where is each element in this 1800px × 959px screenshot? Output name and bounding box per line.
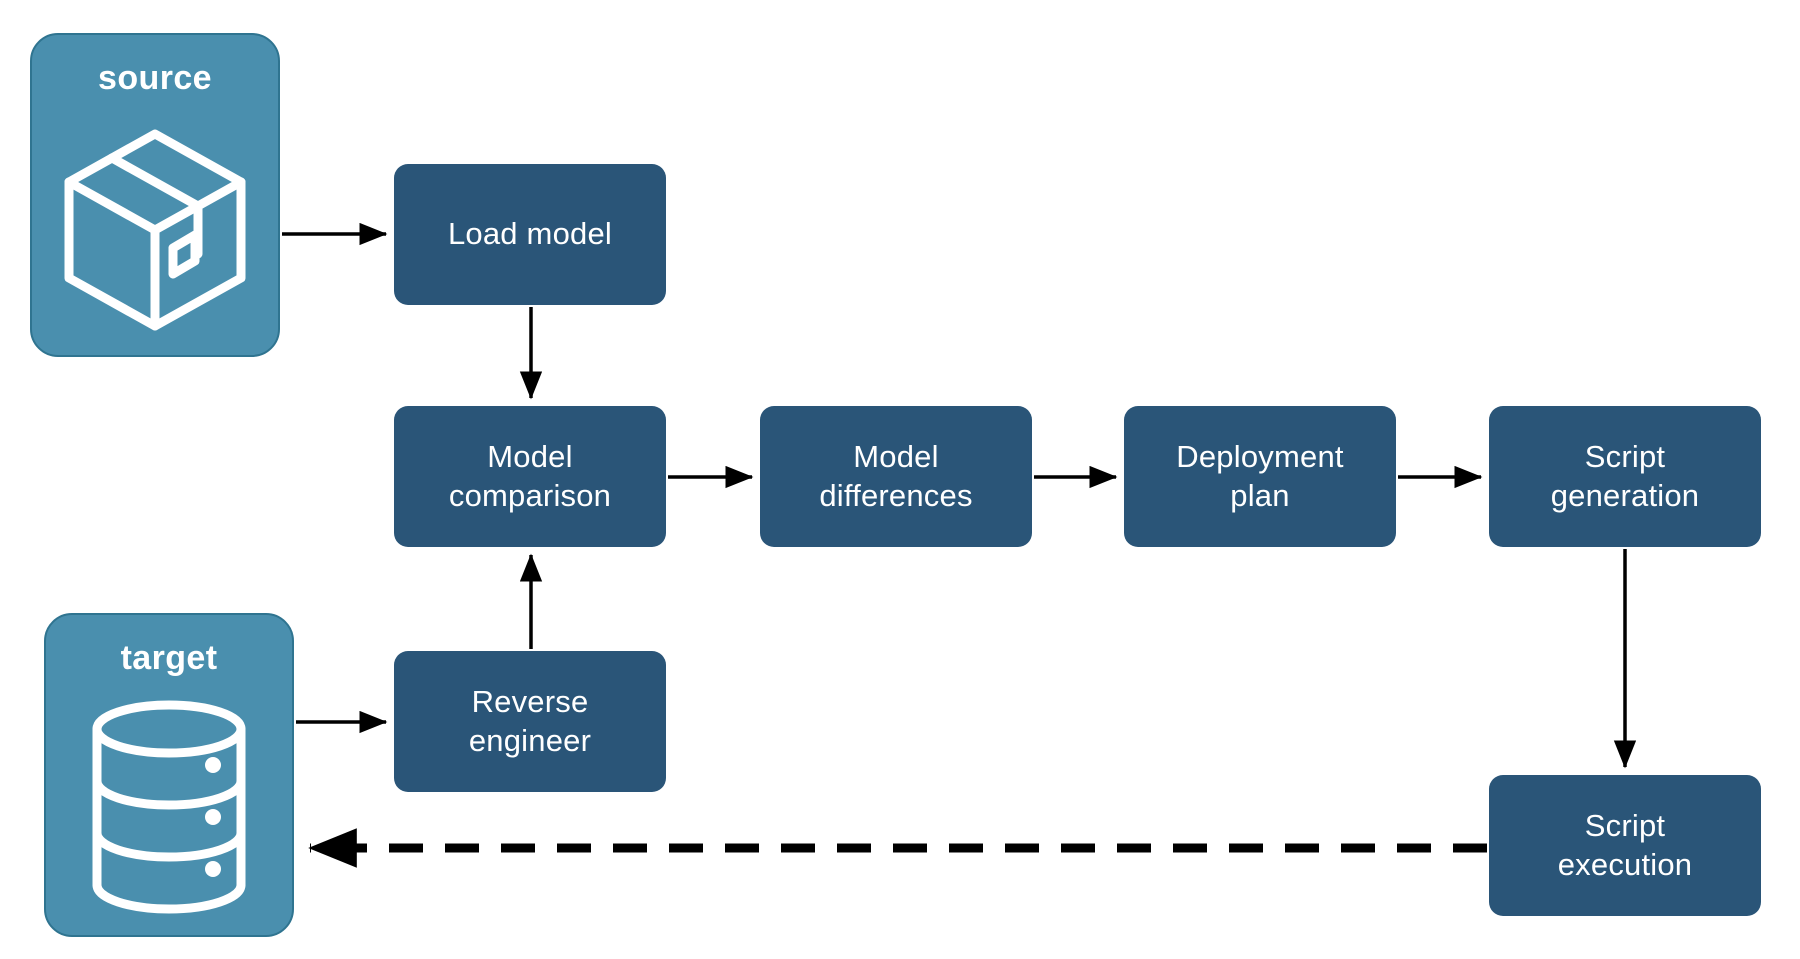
- node-load-model-label: Load model: [448, 215, 612, 254]
- node-model-comparison[interactable]: Model comparison: [394, 406, 666, 547]
- node-model-differences[interactable]: Model differences: [760, 406, 1032, 547]
- node-load-model-line-1: Load model: [447, 216, 612, 252]
- source-label: source: [98, 59, 212, 97]
- node-reverse-engineer-line-1: Reverse: [471, 683, 589, 719]
- node-script-generation[interactable]: Script generation: [1489, 406, 1761, 547]
- node-script-generation-label: Script generation: [1551, 438, 1700, 516]
- target-label: target: [120, 639, 218, 677]
- node-deployment-plan[interactable]: Deployment plan: [1124, 406, 1396, 547]
- node-deployment-plan-line-1: Deployment: [1176, 438, 1344, 474]
- package-box-icon: [32, 100, 278, 356]
- node-reverse-engineer-line-2: engineer: [468, 722, 592, 758]
- node-model-differences-line-1: Model: [853, 438, 939, 474]
- node-reverse-engineer[interactable]: Reverse engineer: [394, 651, 666, 792]
- node-model-differences-label: Model differences: [819, 438, 972, 516]
- node-script-generation-line-2: generation: [1550, 477, 1700, 513]
- node-script-execution-line-1: Script: [1584, 807, 1666, 843]
- node-target[interactable]: target: [44, 613, 294, 937]
- node-model-comparison-line-2: comparison: [448, 477, 612, 513]
- database-cylinder-icon: [46, 680, 292, 936]
- node-script-generation-line-1: Script: [1584, 438, 1666, 474]
- node-reverse-engineer-label: Reverse engineer: [469, 683, 591, 761]
- node-model-differences-line-2: differences: [819, 477, 973, 513]
- node-script-execution-line-2: execution: [1557, 846, 1693, 882]
- node-deployment-plan-line-2: plan: [1230, 477, 1290, 513]
- node-model-comparison-line-1: Model: [487, 438, 573, 474]
- node-deployment-plan-label: Deployment plan: [1176, 438, 1343, 516]
- node-load-model[interactable]: Load model: [394, 164, 666, 305]
- node-source[interactable]: source: [30, 33, 280, 357]
- node-script-execution-label: Script execution: [1558, 807, 1693, 885]
- node-model-comparison-label: Model comparison: [449, 438, 611, 516]
- node-script-execution[interactable]: Script execution: [1489, 775, 1761, 916]
